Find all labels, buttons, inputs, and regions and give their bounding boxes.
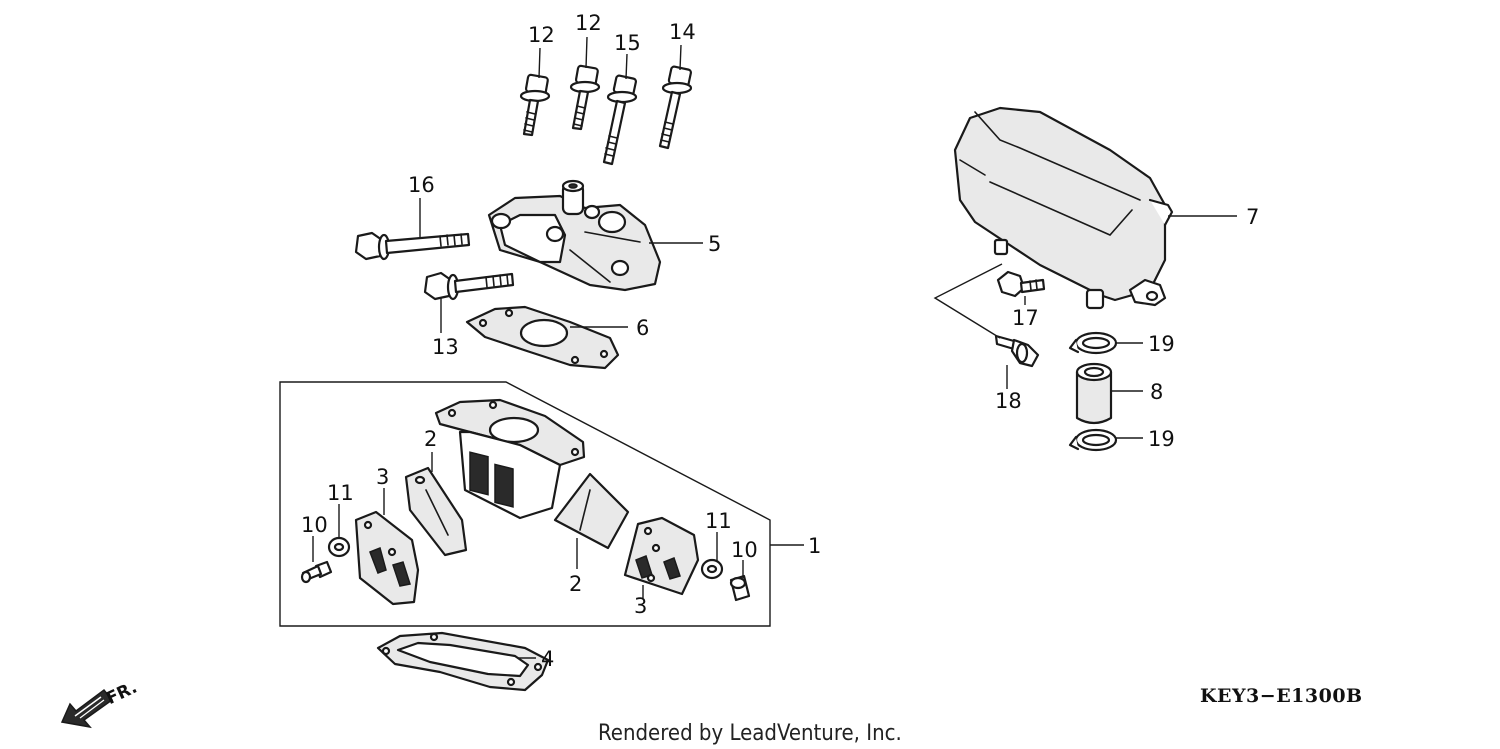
callout-19-lower: 19 bbox=[1148, 427, 1175, 451]
reed-stopper-3-left[interactable] bbox=[354, 510, 420, 606]
callout-6: 6 bbox=[636, 316, 649, 340]
screw-10-left[interactable] bbox=[300, 560, 333, 584]
reed-petal-2-left[interactable] bbox=[404, 466, 468, 557]
reed-valve-assembly-box bbox=[279, 381, 771, 627]
leader-17-18 bbox=[933, 263, 1003, 339]
clamp-19-lower[interactable] bbox=[1068, 428, 1118, 452]
gasket-6[interactable] bbox=[465, 305, 620, 370]
callout-11-right: 11 bbox=[705, 509, 732, 533]
screw-10-right[interactable] bbox=[729, 574, 751, 602]
callout-1: 1 bbox=[808, 534, 821, 558]
washer-11-left[interactable] bbox=[327, 536, 351, 558]
callout-15: 15 bbox=[614, 31, 641, 55]
bolt-17[interactable] bbox=[996, 270, 1046, 298]
callout-8: 8 bbox=[1150, 380, 1163, 404]
callout-13: 13 bbox=[432, 335, 459, 359]
direction-label: FR. bbox=[103, 678, 140, 709]
callout-10-left: 10 bbox=[301, 513, 328, 537]
callout-16: 16 bbox=[408, 173, 435, 197]
bolt-18[interactable] bbox=[994, 334, 1040, 368]
bolt-12-right[interactable] bbox=[569, 64, 601, 131]
callout-10-right: 10 bbox=[731, 538, 758, 562]
callout-3-left: 3 bbox=[376, 465, 389, 489]
credit-text: Rendered by LeadVenture, Inc. bbox=[598, 721, 902, 746]
reed-valve-body[interactable] bbox=[434, 398, 586, 520]
callout-11-left: 11 bbox=[327, 481, 354, 505]
washer-11-right[interactable] bbox=[700, 558, 724, 580]
front-direction-arrow-icon bbox=[60, 688, 114, 729]
clamp-19-upper[interactable] bbox=[1068, 331, 1118, 355]
bolt-15[interactable] bbox=[602, 74, 638, 166]
bolt-14[interactable] bbox=[658, 65, 693, 150]
reed-valve-cover-5[interactable] bbox=[487, 179, 662, 292]
callout-12-right: 12 bbox=[575, 11, 602, 35]
callout-14: 14 bbox=[669, 20, 696, 44]
callout-12-left: 12 bbox=[528, 23, 555, 47]
callout-2-left: 2 bbox=[424, 427, 437, 451]
callout-18: 18 bbox=[995, 389, 1022, 413]
hose-8[interactable] bbox=[1075, 362, 1113, 425]
gasket-4[interactable] bbox=[376, 631, 550, 692]
callout-5: 5 bbox=[708, 232, 721, 256]
bolt-13[interactable] bbox=[423, 271, 515, 301]
leader-lines bbox=[312, 36, 1237, 659]
airbox-7[interactable] bbox=[953, 106, 1174, 310]
callout-2-right: 2 bbox=[569, 572, 582, 596]
callout-3-right: 3 bbox=[634, 594, 647, 618]
bolt-16[interactable] bbox=[354, 231, 471, 261]
callout-19-upper: 19 bbox=[1148, 332, 1175, 356]
callout-4: 4 bbox=[541, 647, 554, 671]
reed-petal-2-right[interactable] bbox=[553, 472, 630, 550]
diagram-code: KEY3−E1300B bbox=[1200, 685, 1363, 707]
bolt-12-left[interactable] bbox=[519, 73, 551, 137]
reed-stopper-3-right[interactable] bbox=[623, 516, 700, 596]
callout-17: 17 bbox=[1012, 306, 1039, 330]
callout-7: 7 bbox=[1246, 205, 1259, 229]
